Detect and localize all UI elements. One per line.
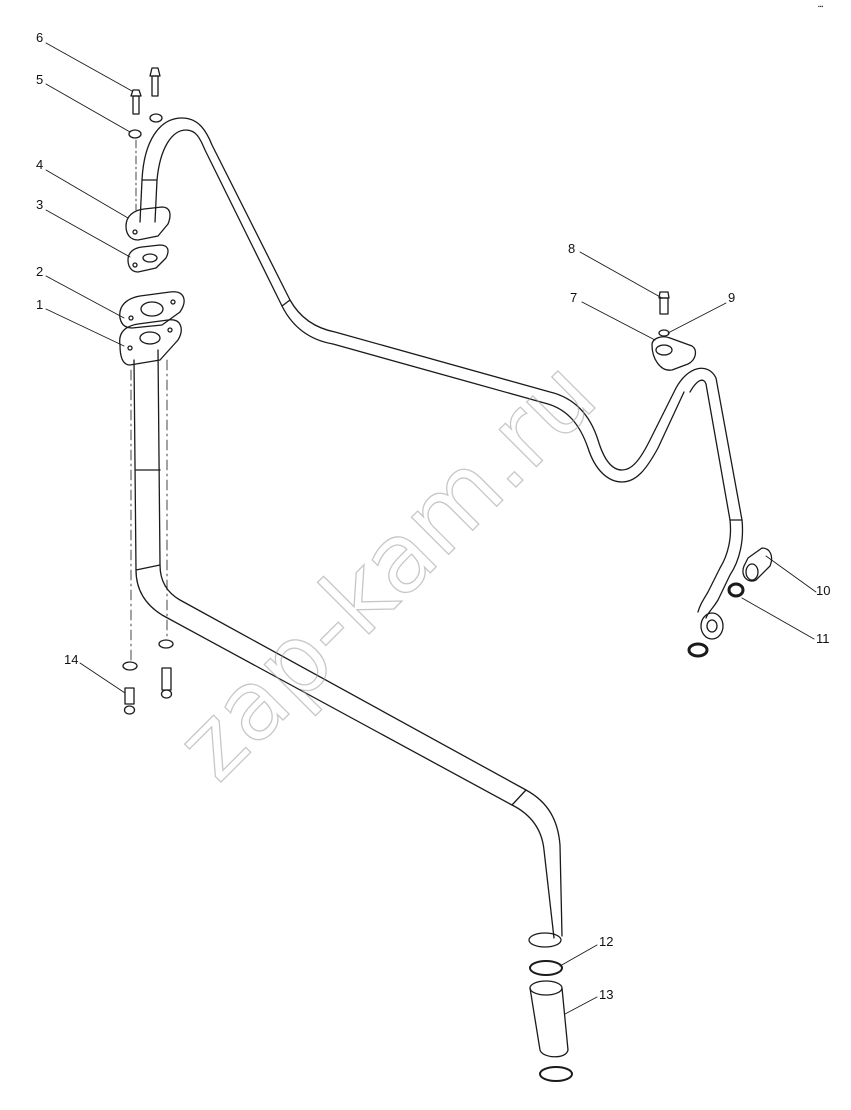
upper-fasteners (128, 67, 163, 211)
callout-2: 2 (36, 264, 43, 279)
gasket-lower (119, 291, 185, 329)
callout-12: 12 (599, 934, 613, 949)
corner-code: ▪▪▪ (818, 4, 824, 10)
callout-10: 10 (816, 583, 830, 598)
flange-lower (119, 319, 182, 366)
callout-1: 1 (36, 297, 43, 312)
bracket-assembly (651, 291, 697, 371)
lower-fasteners (122, 359, 174, 715)
right-oil-pipe (675, 367, 744, 619)
callout-11: 11 (816, 631, 830, 646)
callout-6: 6 (36, 30, 43, 45)
watermark-text: zap-kam.ru (155, 339, 617, 801)
callout-4: 4 (36, 157, 43, 172)
callout-14: 14 (64, 652, 78, 667)
leader-lines (45, 42, 817, 1015)
callout-3: 3 (36, 197, 43, 212)
callout-5: 5 (36, 72, 43, 87)
callout-labels: 6 5 4 3 2 1 8 7 9 10 11 14 12 13 (36, 30, 830, 1002)
callout-13: 13 (599, 987, 613, 1002)
gasket-upper (127, 244, 169, 273)
hose-assembly (529, 960, 573, 1082)
callout-9: 9 (728, 290, 735, 305)
upper-oil-pipe (139, 117, 685, 483)
banjo-assembly (687, 547, 773, 658)
callout-8: 8 (568, 241, 575, 256)
lower-oil-pipe (133, 349, 563, 948)
flange-upper (125, 206, 171, 241)
callout-7: 7 (570, 290, 577, 305)
